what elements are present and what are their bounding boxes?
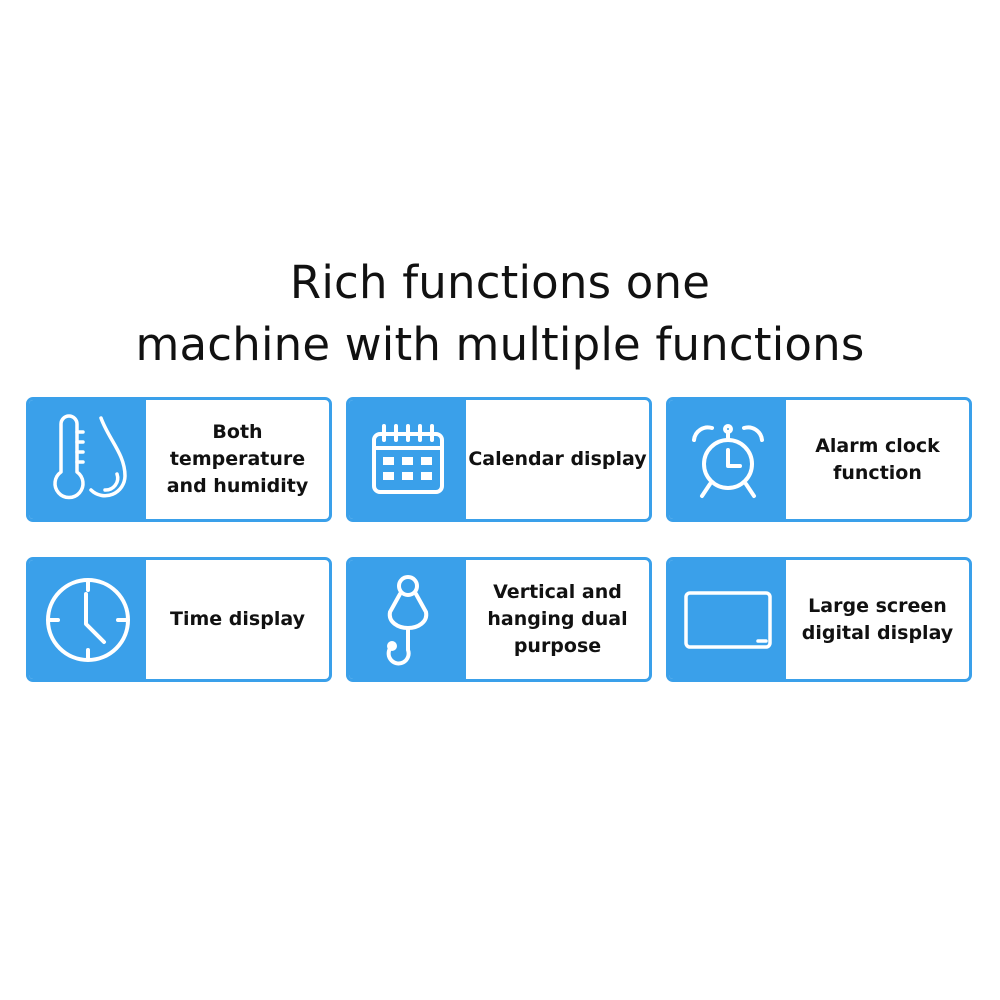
feature-icon-panel	[29, 560, 146, 679]
feature-card-large-screen: Large screen digital display	[666, 557, 972, 682]
feature-icon-panel	[349, 560, 466, 679]
feature-label: Vertical and hanging dual purpose	[487, 581, 628, 657]
feature-card-temperature-humidity: Both temperature and humidity	[26, 397, 332, 522]
feature-label: Both temperature and humidity	[166, 421, 309, 497]
feature-card-vertical-hanging: Vertical and hanging dual purpose	[346, 557, 652, 682]
feature-icon-panel	[669, 400, 786, 519]
page-title: Rich functions one machine with multiple…	[0, 252, 1000, 376]
feature-card-calendar: Calendar display	[346, 397, 652, 522]
alarm-clock-icon	[691, 423, 764, 498]
feature-label: Large screen digital display	[801, 594, 954, 644]
screen-icon	[683, 590, 772, 649]
hook-icon	[386, 574, 428, 665]
thermometer-droplet-icon	[52, 413, 127, 499]
feature-label: Calendar display	[468, 448, 647, 470]
feature-icon-panel	[669, 560, 786, 679]
feature-icon-panel	[349, 400, 466, 519]
calendar-icon	[371, 423, 444, 494]
feature-icon-panel	[29, 400, 146, 519]
feature-card-time-display: Time display	[26, 557, 332, 682]
clock-icon	[45, 577, 130, 662]
title-line-1: Rich functions one	[289, 256, 711, 309]
feature-label: Alarm clock function	[815, 434, 940, 484]
title-line-2: machine with multiple functions	[135, 318, 865, 371]
feature-label: Time display	[170, 608, 305, 630]
feature-card-alarm-clock: Alarm clock function	[666, 397, 972, 522]
